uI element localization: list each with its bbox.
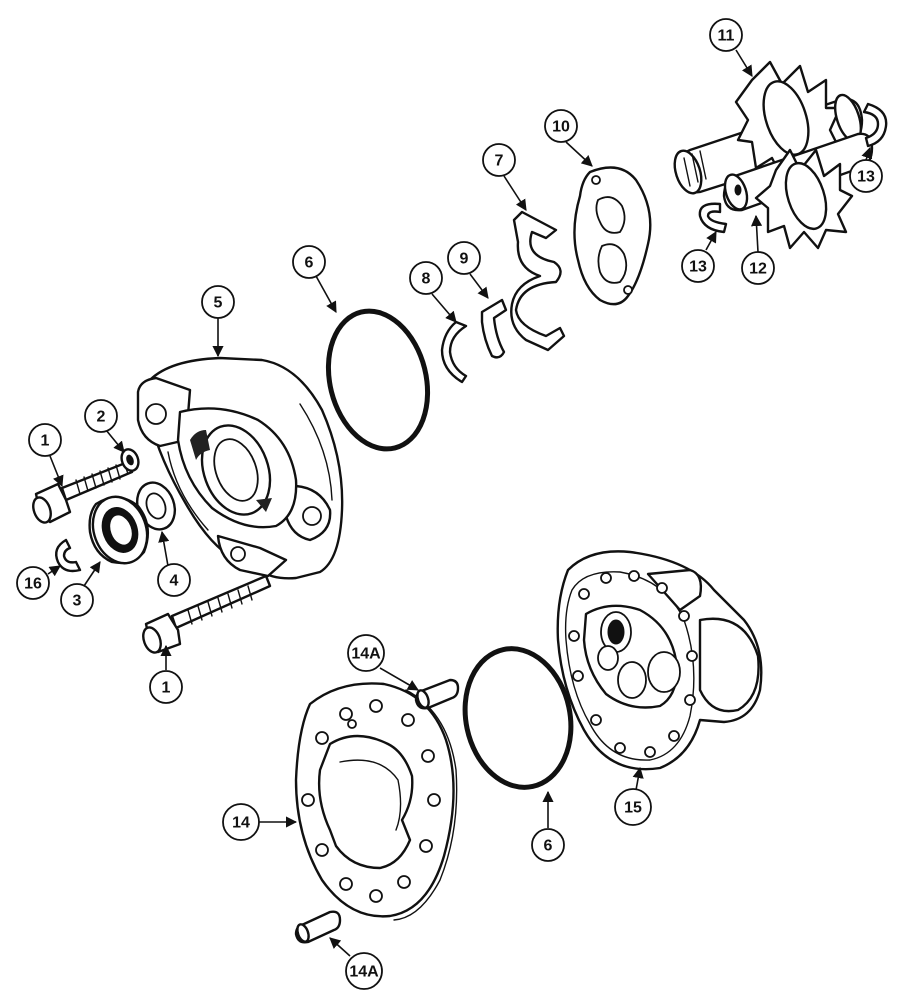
washer-2 [120, 448, 140, 472]
callout-c13a: 13 [849, 159, 883, 193]
callout-c1a: 1 [28, 423, 62, 457]
callout-c1b: 1 [149, 670, 183, 704]
leader-lines [47, 49, 873, 957]
callout-label: 15 [624, 800, 642, 817]
callout-circle [347, 634, 385, 672]
adapter-plate-14 [294, 682, 458, 921]
callout-circle [84, 399, 118, 433]
callout-c4: 4 [157, 563, 191, 597]
callout-label: 11 [718, 28, 735, 45]
callout-label: 6 [305, 255, 314, 272]
callout-circle [149, 670, 183, 704]
callout-circle [157, 563, 191, 597]
callout-circle [681, 249, 715, 283]
callout-circle [292, 245, 326, 279]
bolt-1-upper [32, 460, 134, 524]
callout-circle [614, 788, 652, 826]
callout-c7: 7 [482, 143, 516, 177]
callout-circle [709, 18, 743, 52]
callout-circle [409, 261, 443, 295]
callout-c6b: 6 [531, 828, 565, 862]
snap-ring-13-right [862, 102, 888, 148]
callout-circle [28, 423, 62, 457]
dowel-pin-14a-lower [294, 910, 342, 944]
callout-c9: 9 [447, 241, 481, 275]
callout-c15: 15 [614, 788, 652, 826]
callout-label: 13 [689, 259, 707, 276]
seal-7 [510, 210, 566, 352]
callout-circle [531, 828, 565, 862]
retaining-ring-16 [55, 538, 82, 573]
seal-9 [480, 298, 508, 359]
snap-ring-13-left [698, 202, 728, 234]
callout-label: 10 [552, 119, 570, 136]
callout-circle [544, 109, 578, 143]
callout-c5: 5 [201, 285, 235, 319]
callout-label: 5 [214, 295, 223, 312]
callout-circle [345, 952, 383, 990]
callout-circle [447, 241, 481, 275]
callout-label: 12 [749, 261, 767, 278]
callout-circle [222, 803, 260, 841]
pump-body-5 [136, 356, 344, 580]
callout-label: 2 [97, 409, 106, 426]
spacer-4 [135, 481, 177, 531]
callout-label: 14A [349, 964, 379, 981]
callout-c3: 3 [60, 583, 94, 617]
callout-c12: 12 [741, 251, 775, 285]
o-ring-6-upper [325, 308, 431, 452]
callout-c11: 11 [709, 18, 743, 52]
callout-label: 13 [857, 169, 875, 186]
callout-label: 6 [544, 838, 553, 855]
callout-circle [741, 251, 775, 285]
callout-label: 4 [170, 573, 179, 590]
callout-label: 7 [495, 153, 504, 170]
callout-c14: 14 [222, 803, 260, 841]
callout-label: 14A [351, 646, 381, 663]
callout-c14a2: 14A [345, 952, 383, 990]
callout-label: 8 [422, 271, 431, 288]
o-ring-6-lower [462, 646, 574, 790]
callout-c14a1: 14A [347, 634, 385, 672]
callout-c6a: 6 [292, 245, 326, 279]
callout-c10: 10 [544, 109, 578, 143]
dowel-pin-14a-upper [414, 678, 460, 710]
wear-plate-10 [573, 166, 652, 306]
callout-label: 9 [460, 251, 469, 268]
bolt-1-lower [142, 574, 272, 654]
callout-circle [16, 566, 50, 600]
callout-c16: 16 [16, 566, 50, 600]
callout-label: 1 [162, 680, 171, 697]
callout-circle [482, 143, 516, 177]
callout-label: 1 [41, 433, 50, 450]
callout-circle [60, 583, 94, 617]
callout-c8: 8 [409, 261, 443, 295]
callout-label: 14 [232, 815, 250, 832]
callout-c2: 2 [84, 399, 118, 433]
callout-c13b: 13 [681, 249, 715, 283]
callout-circle [849, 159, 883, 193]
shaft-seal-3 [88, 495, 150, 565]
callout-label: 16 [24, 576, 42, 593]
gear-housing-15 [556, 550, 763, 771]
callout-label: 3 [73, 593, 82, 610]
callout-circle [201, 285, 235, 319]
backup-ring-8 [440, 320, 468, 384]
